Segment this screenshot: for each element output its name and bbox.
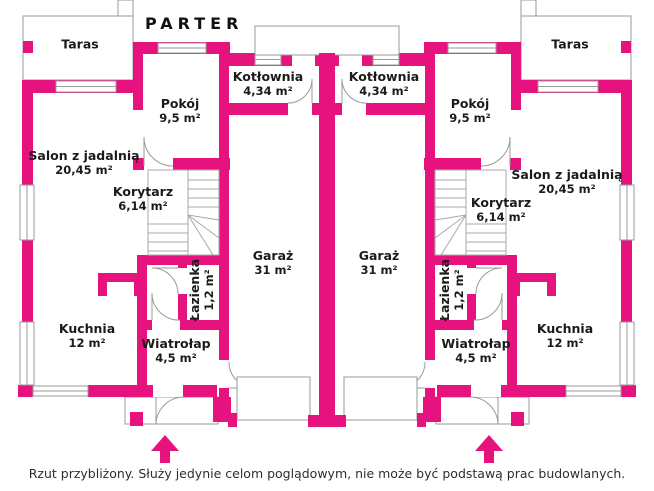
door-openings <box>144 53 315 397</box>
disclaimer-text: Rzut przybliżony. Służy jedynie celom po… <box>28 466 626 481</box>
room-korytarz-left: Korytarz 6,14 m² <box>112 183 174 213</box>
back-porch-outline <box>254 25 400 56</box>
pillars <box>130 397 237 427</box>
party-wall <box>319 53 335 427</box>
room-kuchnia-right: Kuchnia 12 m² <box>536 320 594 350</box>
entrance-arrow-icon <box>151 435 179 463</box>
left-unit-geometry <box>18 0 319 463</box>
room-taras-right: Taras <box>551 36 589 52</box>
room-kuchnia-left: Kuchnia 12 m² <box>58 320 116 350</box>
room-kotlownia-right: Kotłownia 4,34 m² <box>348 68 420 98</box>
party-wall-footing <box>308 415 346 427</box>
room-wiatrolap-left: Wiatrołap 4,5 m² <box>141 335 211 365</box>
windows <box>19 42 282 397</box>
room-pokoj-left: Pokój 9,5 m² <box>159 95 201 125</box>
garage-door-outline <box>236 376 311 421</box>
room-salon-right: Salon z jadalnią 20,45 m² <box>511 166 623 196</box>
terrace-outline <box>22 15 134 81</box>
room-lazienka-left: Łazienka 1,2 m² <box>186 258 216 322</box>
room-pokoj-right: Pokój 9,5 m² <box>449 95 491 125</box>
room-lazienka-right: Łazienka 1,2 m² <box>436 258 466 322</box>
room-garaz-right: Garaż 31 m² <box>358 247 400 277</box>
room-garaz-left: Garaż 31 m² <box>252 247 294 277</box>
room-wiatrolap-right: Wiatrołap 4,5 m² <box>441 335 511 365</box>
room-taras-left: Taras <box>61 36 99 52</box>
room-salon-left: Salon z jadalnią 20,45 m² <box>28 147 140 177</box>
room-kotlownia-left: Kotłownia 4,34 m² <box>232 68 304 98</box>
room-korytarz-right: Korytarz 6,14 m² <box>470 194 532 224</box>
page-title: PARTER <box>145 14 244 33</box>
stairs <box>147 169 220 256</box>
chimney-outline <box>117 0 134 17</box>
